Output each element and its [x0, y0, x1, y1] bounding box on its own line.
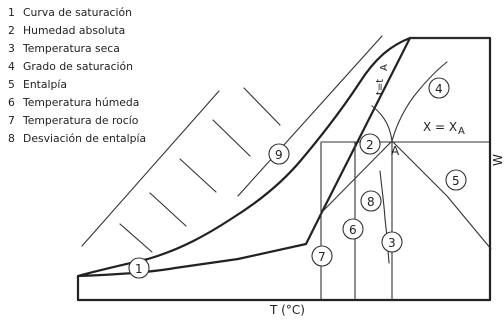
legend-label: Grado de saturación [23, 60, 133, 73]
legend-item: 1 Curva de saturación [8, 4, 218, 22]
legend-number: 3 [8, 42, 15, 55]
legend-label: Curva de saturación [23, 6, 132, 19]
x-equals-label: X = X [423, 120, 457, 134]
t-equals-label: t=t [375, 79, 386, 95]
dry-bulb-upper-diagonal [237, 35, 383, 197]
wet-bulb-curve [371, 61, 448, 142]
temperature-axis-label: T (°C) [269, 303, 305, 317]
legend-number: 5 [8, 78, 15, 91]
circle-label-5: 5 [452, 174, 460, 188]
legend-label: Temperatura de rocío [23, 114, 139, 127]
chart-enthalpy-diagonal [321, 140, 492, 250]
circle-label-8: 8 [367, 195, 375, 209]
saturation-hatch-2 [149, 192, 187, 227]
legend-label: Temperatura seca [23, 42, 120, 55]
circle-2 [359, 133, 381, 155]
legend-item: 5 Entalpía [8, 76, 218, 94]
legend-number: 4 [8, 60, 15, 73]
saturation-hatch-4 [212, 119, 251, 157]
legend-number: 7 [8, 114, 15, 127]
circle-label-4: 4 [435, 82, 443, 96]
legend-item: 7 Temperatura de rocío [8, 112, 218, 130]
circle-9 [268, 143, 290, 165]
legend-label: Desviación de entalpía [23, 132, 147, 145]
legend-number: 1 [8, 6, 15, 19]
circle-5 [445, 169, 467, 191]
circle-8 [360, 190, 382, 212]
circle-label-9: 9 [275, 148, 283, 162]
legend-item: 8 Desviación de entalpía [8, 130, 218, 148]
saturation-hatch-1 [119, 223, 153, 253]
legend-number: 8 [8, 132, 15, 145]
circle-label-3: 3 [388, 236, 396, 250]
legend-label: Humedad absoluta [23, 24, 126, 37]
circle-7 [311, 245, 333, 267]
t-equals-subscript: A [379, 64, 390, 71]
legend-number: 2 [8, 24, 15, 37]
circle-label-7: 7 [318, 250, 326, 264]
saturation-hatch-5 [243, 87, 281, 126]
circle-1 [128, 257, 150, 279]
legend-item: 6 Temperatura húmeda [8, 94, 218, 112]
x-equals-subscript: A [458, 126, 465, 137]
enthalpy-guide-line [81, 90, 220, 247]
circle-4 [428, 77, 450, 99]
legend-number: 6 [8, 96, 15, 109]
circle-label-2: 2 [366, 138, 374, 152]
saturation-curve [76, 36, 412, 278]
circle-6 [342, 218, 364, 240]
circle-3 [381, 231, 403, 253]
legend-label: Entalpía [23, 78, 67, 91]
legend-item: 4 Grado de saturación [8, 58, 218, 76]
right-axis-label: W [491, 154, 504, 166]
legend-item: 3 Temperatura seca [8, 40, 218, 58]
legend-item: 2 Humedad absoluta [8, 22, 218, 40]
circle-label-1: 1 [135, 262, 143, 276]
circle-label-6: 6 [349, 223, 357, 237]
point-a-label: A [391, 144, 400, 158]
saturation-hatch-3 [179, 158, 217, 193]
legend-list: 1 Curva de saturación 2 Humedad absoluta 3… [8, 4, 218, 148]
legend-label: Temperatura húmeda [23, 96, 140, 109]
